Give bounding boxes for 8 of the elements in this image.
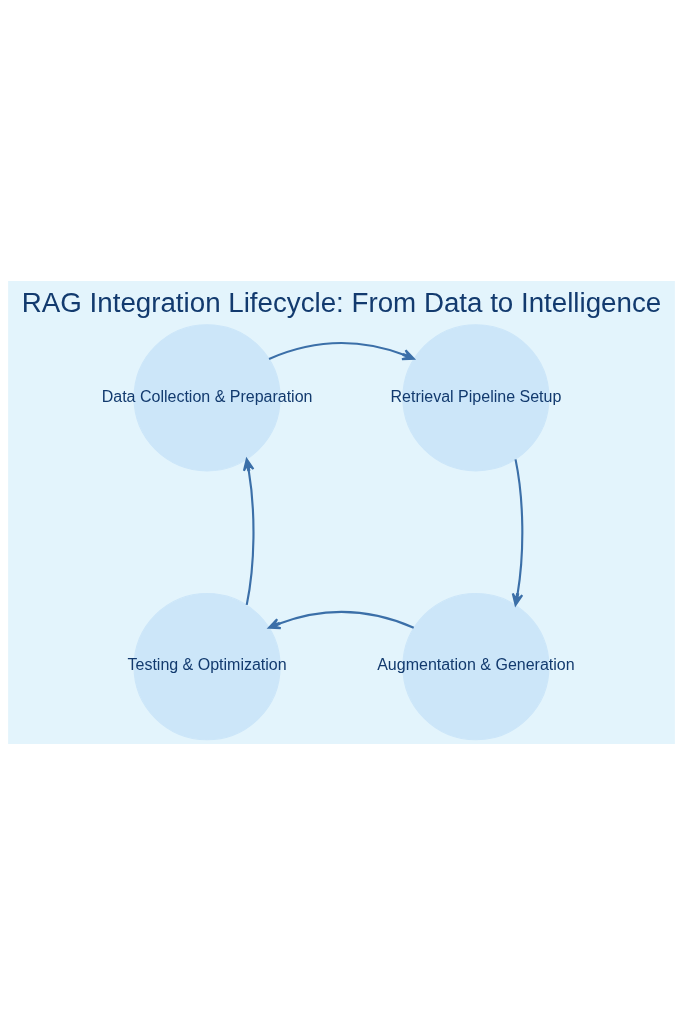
arrow [242,457,255,605]
node-label: Augmentation & Generation [377,655,575,673]
diagram-title: RAG Integration Lifecycle: From Data to Intelligence [21,286,662,318]
node-label: Retrieval Pipeline Setup [390,387,562,405]
arrow [268,341,415,360]
arrow [511,458,524,606]
node-label: Data Collection & Preparation [101,387,313,405]
arrow [267,610,415,629]
